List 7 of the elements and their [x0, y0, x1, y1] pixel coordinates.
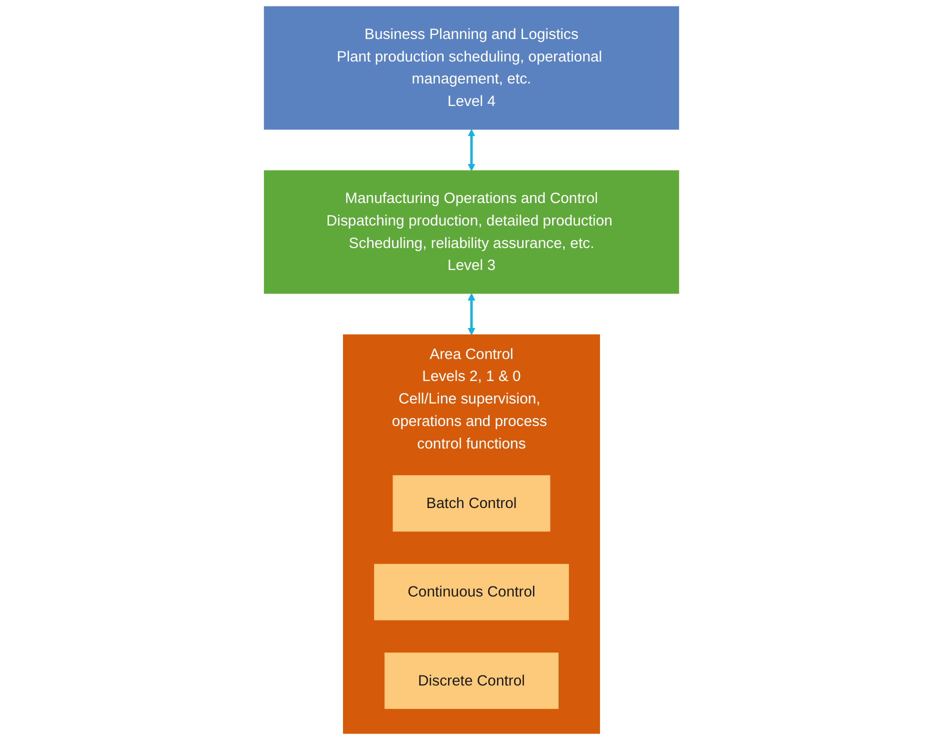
- node-box: Continuous Control: [374, 564, 569, 620]
- node-box: Manufacturing Operations and Control Dispatching production, detailed production Scheduling, reliability assurance, etc. Level 3: [264, 170, 680, 294]
- node-box: Discrete Control: [384, 652, 559, 709]
- arrow: [468, 293, 476, 336]
- arrow: [468, 129, 476, 172]
- node-box: Business Planning and Logistics Plant production scheduling, operational management, etc. Level 4: [264, 6, 680, 130]
- node-box: Batch Control: [392, 475, 550, 532]
